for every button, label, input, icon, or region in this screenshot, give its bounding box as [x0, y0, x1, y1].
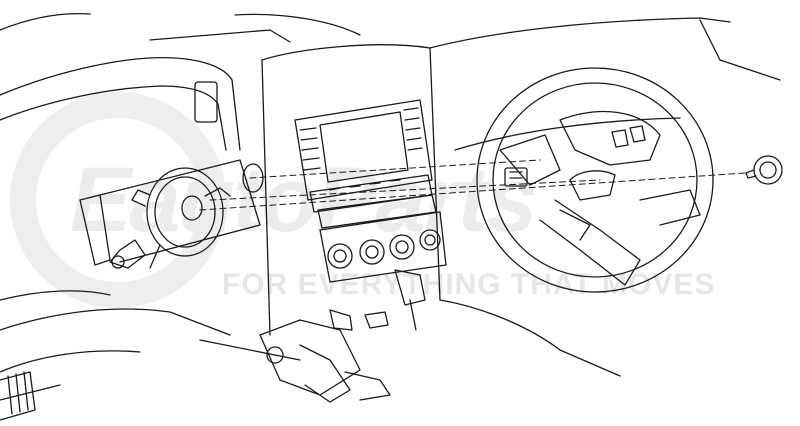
steering-column — [259, 269, 426, 403]
clockspring — [109, 163, 264, 269]
dashboard-left-vent — [0, 81, 261, 421]
steering-wheel — [476, 67, 714, 293]
steering-wheel-retaining-bolt — [745, 155, 783, 185]
assembly-guide-lines — [199, 159, 746, 211]
dashboard-outline — [0, 12, 781, 401]
climate-control-knobs — [319, 211, 447, 283]
center-stack-radio — [294, 99, 437, 229]
